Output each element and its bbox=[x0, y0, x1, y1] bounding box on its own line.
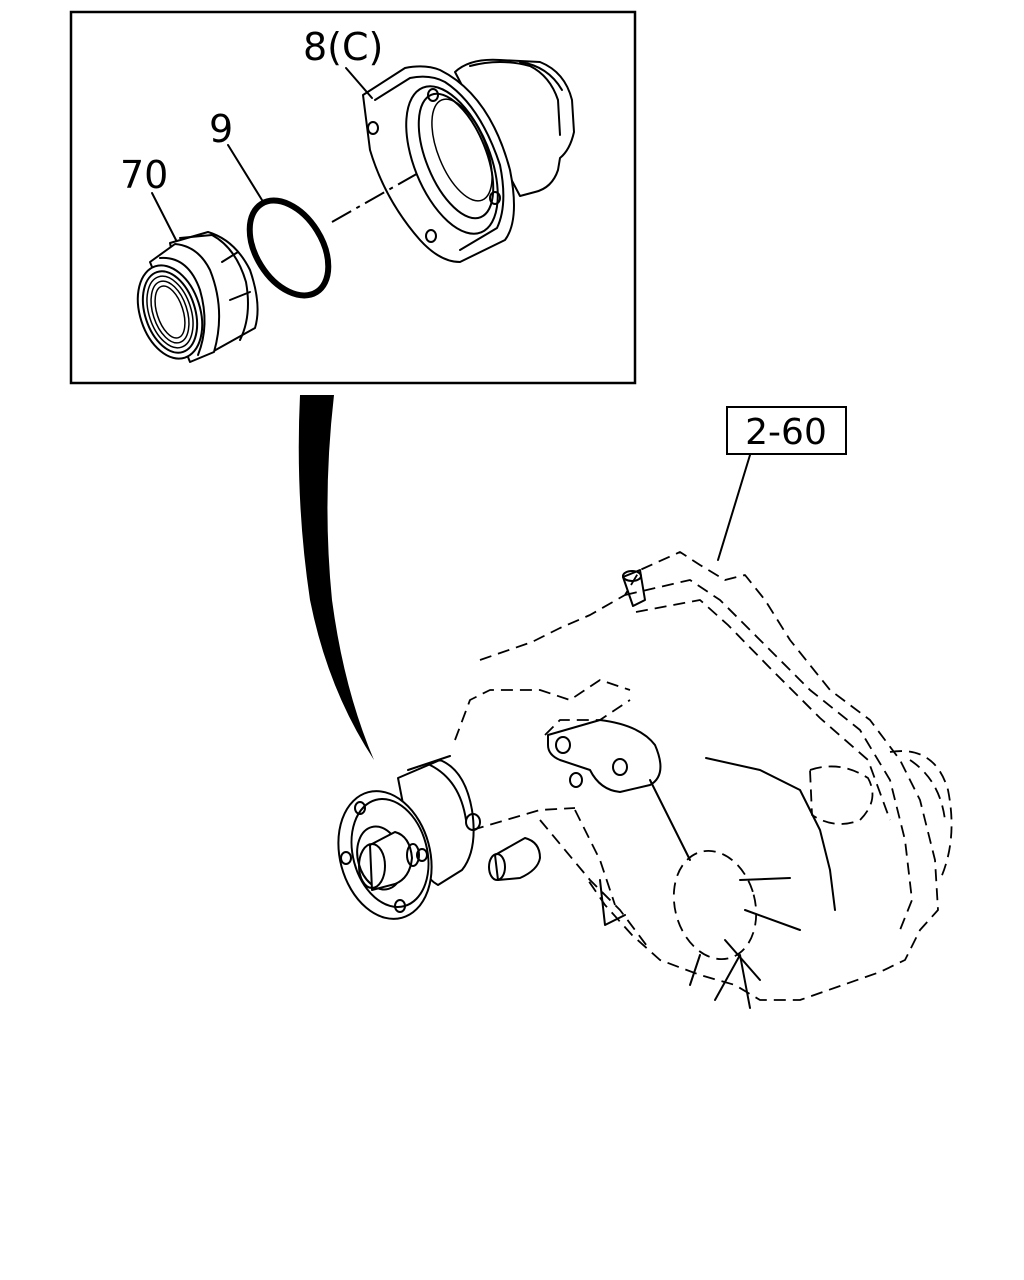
transfer-case-assembly bbox=[337, 551, 953, 1009]
label-part-70: 70 bbox=[120, 153, 168, 197]
label-part-8: 8(C) bbox=[303, 25, 383, 69]
reference-label: 2-60 bbox=[745, 412, 827, 453]
center-line bbox=[331, 171, 421, 223]
reference-box[interactable]: 2-60 bbox=[726, 406, 847, 455]
part-9-o-ring[interactable] bbox=[233, 186, 344, 309]
part-70-nut[interactable] bbox=[127, 231, 259, 367]
leader-line-70 bbox=[151, 192, 177, 241]
label-part-9: 9 bbox=[209, 107, 233, 151]
reference-leader bbox=[717, 454, 751, 561]
leader-line-8 bbox=[345, 67, 373, 99]
callout-pointer bbox=[298, 395, 374, 760]
leader-line-9 bbox=[227, 144, 263, 201]
